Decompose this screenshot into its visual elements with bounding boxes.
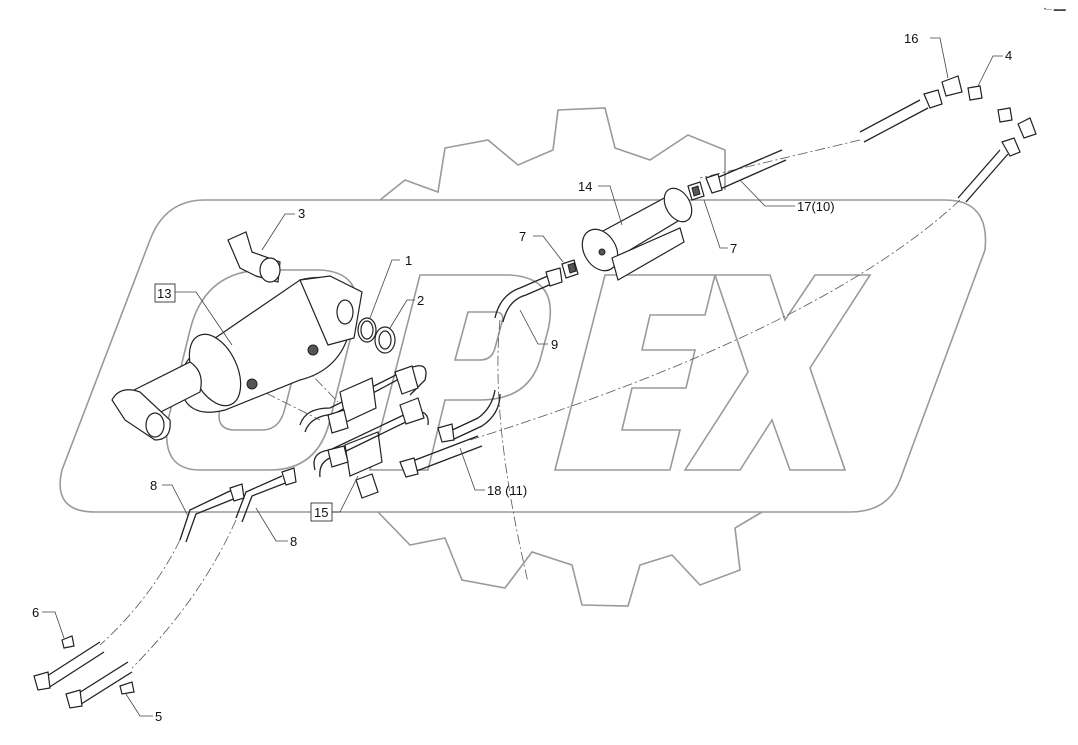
callout-label-9: 9	[551, 337, 558, 352]
callout-label-3: 3	[298, 206, 305, 221]
watermark-letter-p	[368, 274, 552, 471]
callout-label-7-left: 7	[519, 229, 526, 244]
callout-label-13: 13	[157, 286, 171, 301]
callout-box-15	[310, 502, 333, 522]
part-hydraulic-cylinder[interactable]	[111, 275, 363, 441]
callout-label-6: 6	[32, 605, 39, 620]
part-hose-end-upper[interactable]	[33, 641, 105, 691]
part-hose-8-left[interactable]	[179, 483, 245, 543]
part-clamp-5[interactable]	[119, 681, 135, 695]
callout-label-2: 2	[417, 293, 424, 308]
part-hose-18[interactable]	[399, 435, 483, 478]
part-accumulator[interactable]	[575, 183, 697, 281]
leader-lines	[42, 37, 1003, 717]
callout-label-18: 18 (11)	[487, 483, 527, 498]
callout-label-1: 1	[405, 253, 412, 268]
part-hose-8-right[interactable]	[235, 467, 297, 523]
callout-label-17: 17(10)	[797, 199, 835, 214]
callout-labels: 1 2 3 4 5 6 7 7 8 8 9 13 14 15 16 17(10)…	[32, 31, 1012, 724]
part-clamp-6[interactable]	[61, 635, 75, 649]
part-elbow-fitting-lower[interactable]	[1017, 117, 1037, 139]
part-adapter-lower[interactable]	[997, 107, 1013, 123]
watermark-frame	[59, 199, 987, 513]
watermark-letter-x	[683, 274, 872, 471]
callout-label-8-right: 8	[290, 534, 297, 549]
callout-label-5: 5	[155, 709, 162, 724]
callout-label-16: 16	[904, 31, 918, 46]
part-fitting-left[interactable]	[561, 259, 579, 279]
callout-box-13	[154, 283, 176, 303]
callout-label-15: 15	[314, 505, 328, 520]
part-fitting-right[interactable]	[687, 181, 705, 201]
part-elbow-fitting-top[interactable]	[941, 75, 963, 97]
callout-label-7-right: 7	[730, 241, 737, 256]
part-hose-9[interactable]	[437, 267, 563, 443]
part-o-ring[interactable]	[357, 317, 377, 343]
part-hose-17[interactable]	[705, 89, 1021, 203]
part-adapter-top[interactable]	[967, 85, 983, 101]
callout-label-4: 4	[1005, 48, 1012, 63]
part-hose-end-lower[interactable]	[65, 661, 133, 709]
corner-mark: •— ▬▬	[1044, 7, 1066, 13]
callout-label-14: 14	[578, 179, 592, 194]
watermark-letter-e	[553, 274, 717, 471]
callout-label-8-left: 8	[150, 478, 157, 493]
part-valve-block[interactable]	[299, 365, 429, 499]
part-pin[interactable]	[227, 231, 281, 283]
part-washer[interactable]	[374, 326, 396, 354]
watermark-gear-outline	[377, 107, 763, 607]
